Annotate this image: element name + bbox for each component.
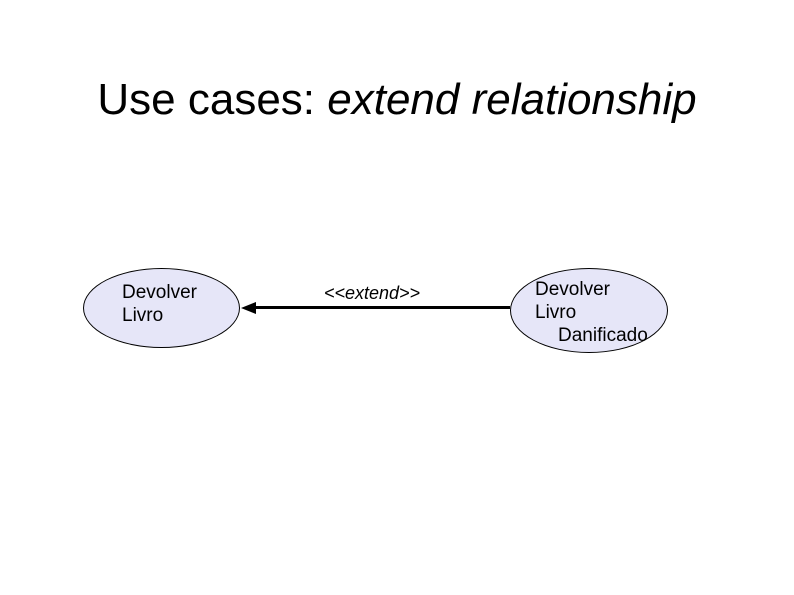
usecase-label-line: Devolver: [122, 282, 197, 303]
usecase-label-devolver-livro: Devolver Livro: [122, 281, 197, 327]
extend-stereotype-label: <<extend>>: [323, 283, 421, 303]
slide-title: Use cases: extend relationship: [0, 75, 794, 125]
usecase-label-line: Danificado: [558, 325, 648, 346]
usecase-label-line: Devolver: [535, 279, 610, 300]
slide-title-italic: extend relationship: [327, 75, 697, 124]
usecase-label-line: Livro: [535, 302, 577, 323]
usecase-label-devolver-livro-danificado: Devolver Livro Danificado: [535, 278, 648, 347]
usecase-ellipse-devolver-livro: [83, 268, 240, 348]
usecase-ellipse-devolver-livro-danificado: [510, 268, 668, 353]
extend-connector-arrowhead-icon: [241, 302, 256, 314]
usecase-label-line: Livro: [122, 305, 164, 326]
slide-title-regular: Use cases:: [97, 75, 328, 124]
extend-connector-line: [254, 306, 510, 309]
